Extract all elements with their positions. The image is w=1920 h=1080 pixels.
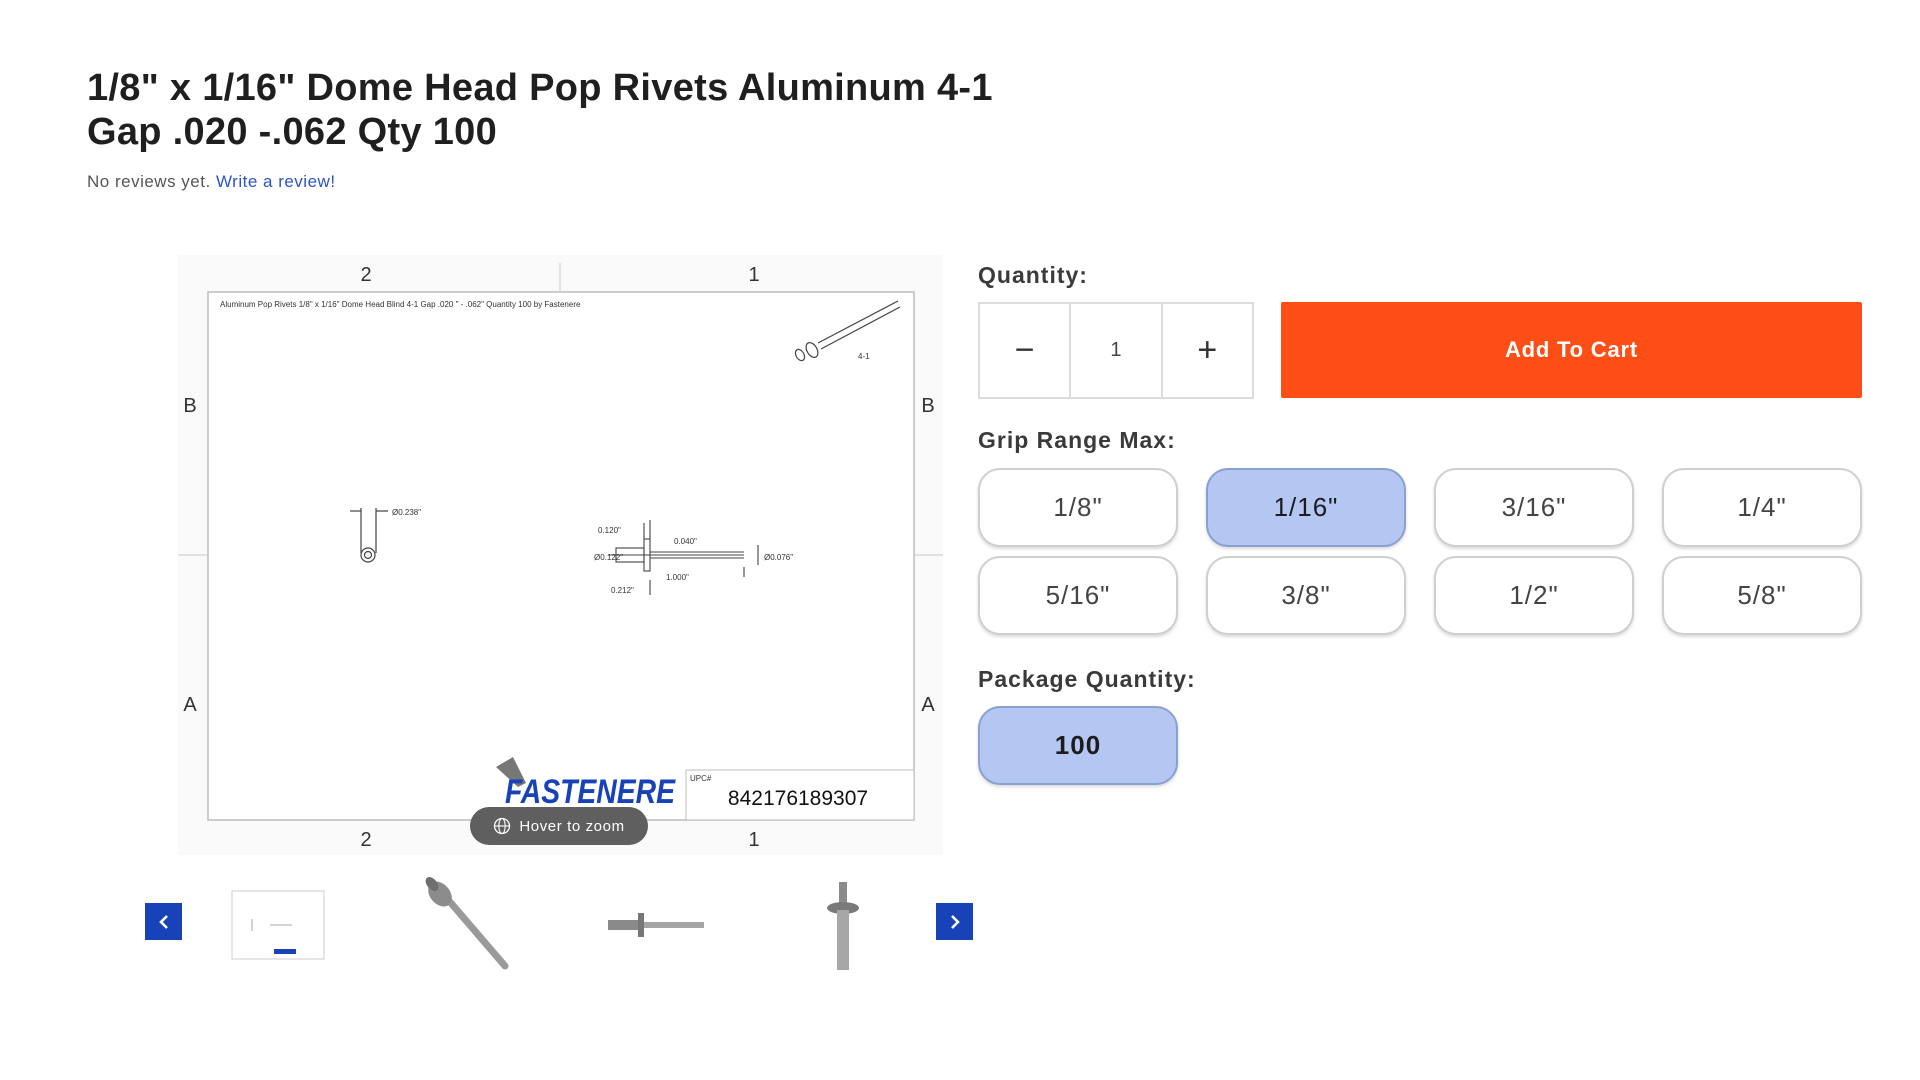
thumbnail-drawing[interactable] (223, 870, 333, 980)
reviews-text: No reviews yet. (87, 172, 211, 191)
write-review-link[interactable]: Write a review! (215, 172, 336, 191)
dim-head-diameter: Ø0.122" (594, 553, 623, 562)
hover-to-zoom-pill: Hover to zoom (470, 807, 648, 845)
quantity-stepper: − 1 + (978, 302, 1254, 399)
grip-option[interactable]: 3/8" (1206, 556, 1406, 635)
grip-option[interactable]: 5/16" (978, 556, 1178, 635)
drawing-col-label: 1 (748, 829, 759, 851)
thumbnail-drawing-image (231, 890, 325, 960)
drawing-row-label: A (183, 694, 197, 716)
grip-option[interactable]: 5/8" (1662, 556, 1862, 635)
zoom-hint-text: Hover to zoom (519, 817, 625, 835)
decrement-button[interactable]: − (1014, 331, 1035, 369)
drawing-row-label: A (921, 694, 935, 716)
drawing-col-label: 2 (360, 829, 371, 851)
iso-rivet-sketch (794, 300, 901, 362)
rivet-side-image (608, 913, 704, 937)
upc-number: 842176189307 (728, 787, 868, 810)
thumbnail-rivet-side[interactable] (600, 870, 710, 980)
rivet-angled-image (425, 877, 509, 970)
drawing-caption: Aluminum Pop Rivets 1/8" x 1/16" Dome He… (220, 300, 581, 309)
hammer-icon (496, 757, 526, 787)
drawing-row-label: B (921, 395, 934, 417)
quantity-label: Quantity: (978, 262, 1088, 288)
chevron-right-icon (950, 914, 960, 929)
drawing-col-label: 1 (748, 264, 759, 286)
reviews-line: No reviews yet. Write a review! (87, 172, 336, 192)
package-quantity-option[interactable]: 100 (978, 706, 1178, 785)
thumbnail-next-button[interactable] (936, 903, 973, 940)
brand-logo: FASTENERE (505, 773, 676, 811)
thumbnail-prev-button[interactable] (145, 903, 182, 940)
side-view-sketch (608, 520, 759, 595)
end-view-sketch (350, 508, 388, 563)
globe-icon (494, 817, 511, 835)
grip-range-label: Grip Range Max: (978, 427, 1176, 453)
rivet-vertical-image (827, 882, 859, 970)
grip-option[interactable]: 1/2" (1434, 556, 1634, 635)
grip-option[interactable]: 1/16" (1206, 468, 1406, 547)
grip-option[interactable]: 1/8" (978, 468, 1178, 547)
iso-label: 4-1 (858, 352, 870, 361)
product-title: 1/8" x 1/16" Dome Head Pop Rivets Alumin… (87, 67, 993, 153)
dim-length: 1.000" (666, 573, 689, 582)
technical-drawing: 2 1 2 1 B B A A Aluminum Pop Rivets 1/8"… (178, 255, 943, 855)
dim-body: 0.212" (611, 586, 634, 595)
quantity-input[interactable]: 1 (1069, 304, 1160, 397)
dim-head-height: 0.120" (598, 526, 621, 535)
drawing-row-label: B (183, 395, 196, 417)
package-quantity-label: Package Quantity: (978, 666, 1196, 692)
upc-label: UPC# (690, 774, 712, 783)
thumbnail-rivet-angled[interactable] (410, 870, 520, 980)
grip-option[interactable]: 1/4" (1662, 468, 1862, 547)
dim-mandrel-diameter: Ø0.076" (764, 553, 793, 562)
increment-button[interactable]: + (1160, 304, 1252, 397)
grip-option[interactable]: 3/16" (1434, 468, 1634, 547)
main-product-image[interactable]: 2 1 2 1 B B A A Aluminum Pop Rivets 1/8"… (178, 255, 943, 855)
dim-end-diameter: Ø0.238" (392, 508, 421, 517)
chevron-left-icon (158, 914, 168, 929)
thumbnail-rivet-vertical[interactable] (788, 870, 898, 980)
drawing-col-label: 2 (360, 264, 371, 286)
add-to-cart-button[interactable]: Add To Cart (1281, 302, 1862, 398)
dim-grip: 0.040" (674, 537, 697, 546)
